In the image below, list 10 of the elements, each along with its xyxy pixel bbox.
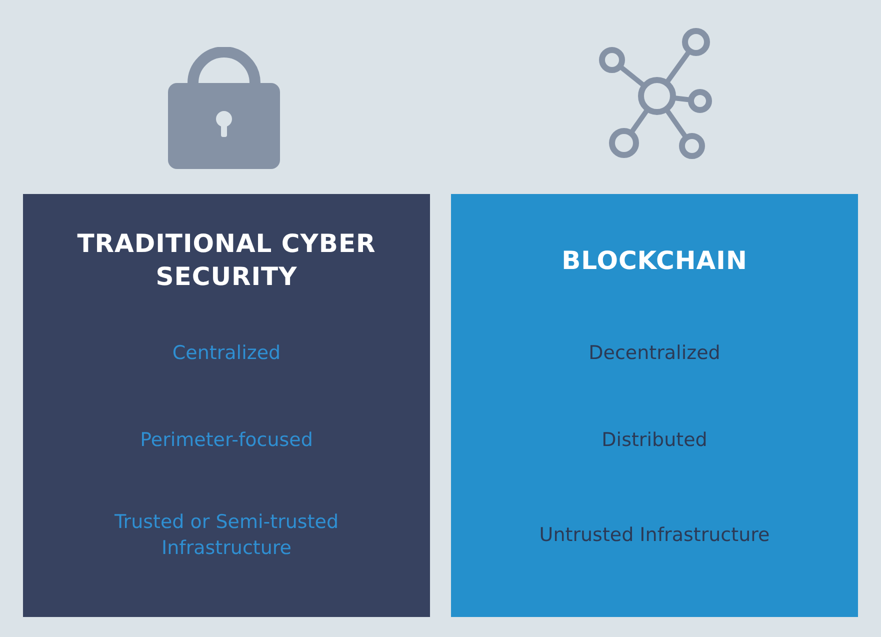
panel-item: Centralized — [172, 341, 281, 366]
panel-item: Untrusted Infrastructure — [539, 523, 770, 548]
panel-item: Decentralized — [588, 341, 720, 366]
panel-heading: BLOCKCHAIN — [562, 244, 748, 276]
comparison-panel — [451, 194, 858, 617]
panel-item: Trusted or Semi-trusted Infrastructure — [113, 510, 340, 561]
comparison-panel — [23, 194, 430, 617]
panel-heading: TRADITIONAL CYBER SECURITY — [76, 228, 377, 293]
panel-item: Perimeter-focused — [140, 428, 313, 453]
panel-item: Distributed — [602, 428, 708, 453]
